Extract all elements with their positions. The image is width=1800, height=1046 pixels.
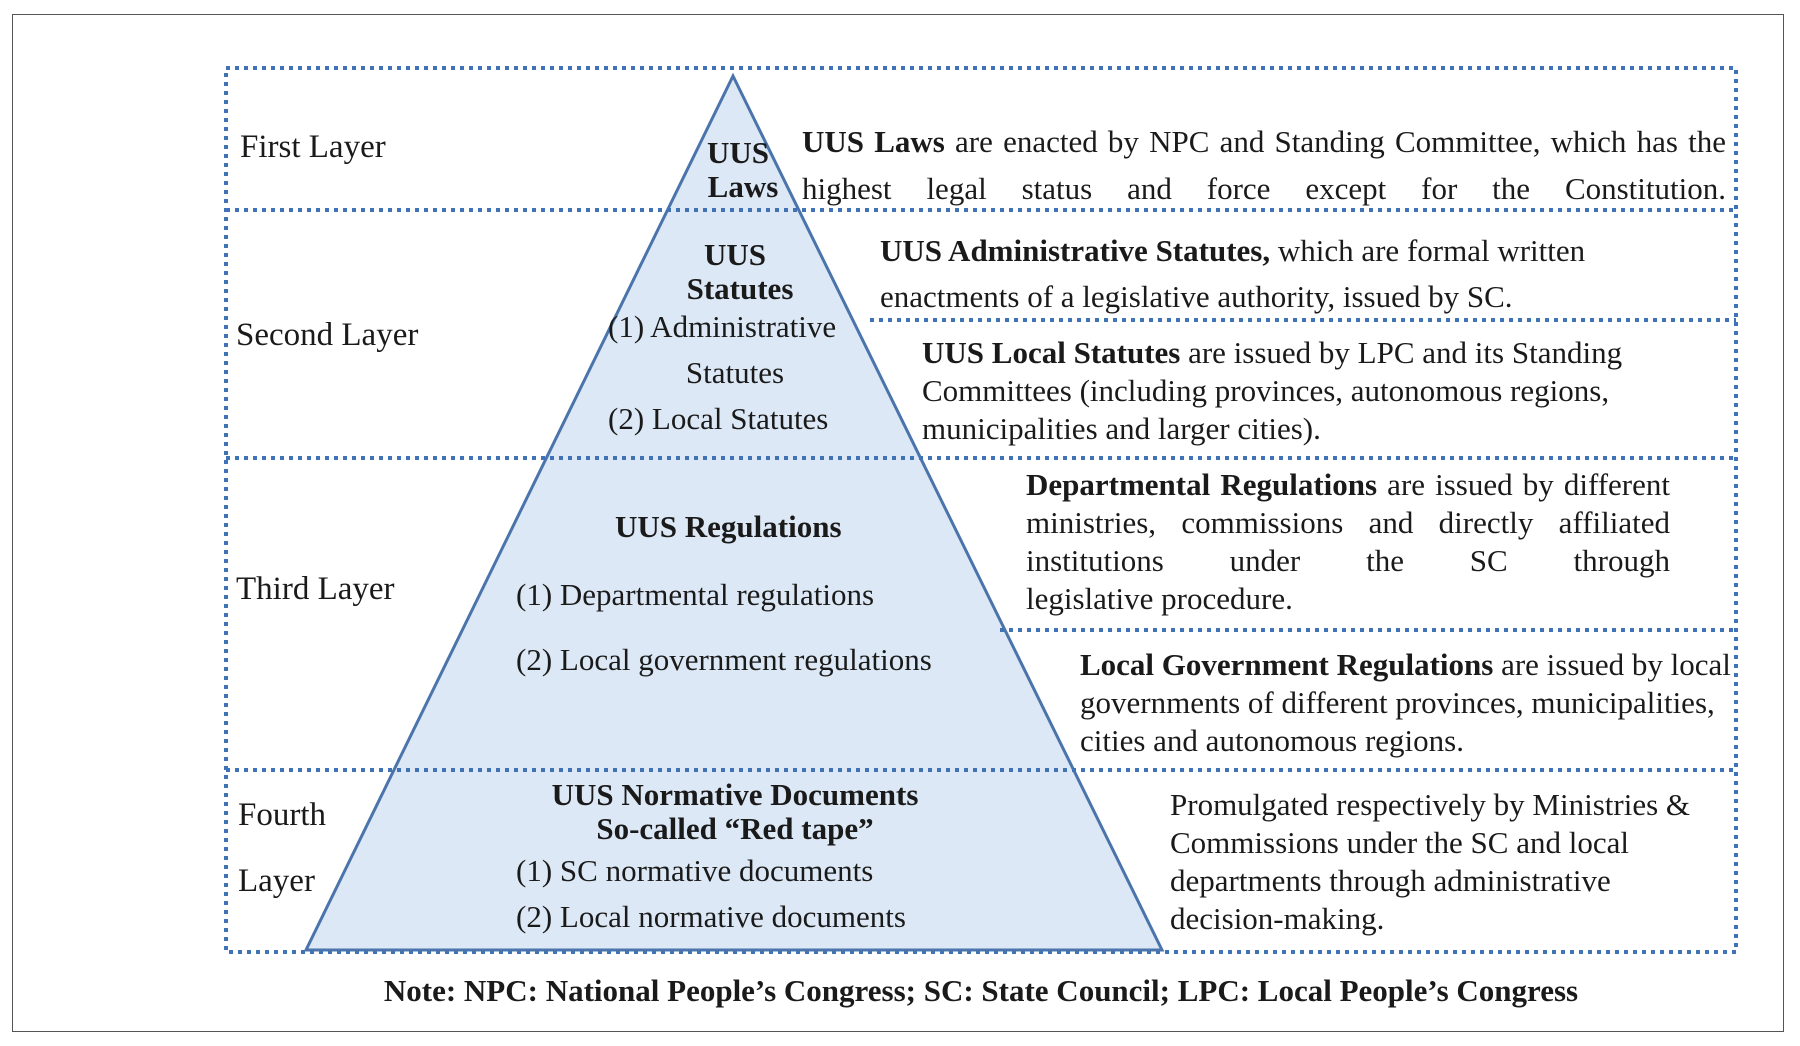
pyramid-laws-line2: Laws [707,169,779,204]
pyramid-regulations-item1: (1) Departmental regulations [516,577,875,612]
pyramid-statutes-item1-line1: (1) Administrative [608,309,837,344]
pyramid-normative-line1: UUS Normative Documents [551,777,919,812]
desc-local-government-regulations: Local Government Regulations are issued … [1080,646,1736,760]
third-layer-label: Third Layer [236,571,395,607]
desc-normative-documents: Promulgated respectively by Ministries &… [1170,787,1691,936]
pyramid-regulations-item2: (2) Local government regulations [516,642,932,677]
pyramid-statutes-item1-line2: Statutes [685,355,785,390]
desc-admin-statutes-text: which are formal written enactments of a… [880,233,1586,314]
desc-uus-laws-bold: UUS Laws [802,124,945,159]
pyramid-statutes-item2: (2) Local Statutes [608,401,829,436]
desc-departmental-regulations-last: legislative procedure. [1026,581,1293,616]
desc-local-government-regulations-text: are issued by local governments of diffe… [1080,647,1731,758]
desc-uus-laws: UUS Laws are enacted by NPC and Standing… [802,118,1726,212]
desc-local-government-regulations-bold: Local Government Regulations [1080,647,1494,682]
desc-uus-laws-text: are enacted by NPC and Standing Committe… [802,124,1726,206]
second-layer-label: Second Layer [236,317,419,353]
first-layer-label: First Layer [240,129,386,165]
desc-local-statutes-text: are issued by LPC and its Standing Commi… [922,335,1623,446]
desc-departmental-regulations-text: are issued by different ministries, comm… [1026,467,1670,578]
desc-local-statutes-bold: UUS Local Statutes [922,335,1181,370]
desc-admin-statutes-bold: UUS Administrative Statutes, [880,233,1271,268]
pyramid-regulations-title: UUS Regulations [615,509,842,544]
desc-departmental-regulations-bold: Departmental Regulations [1026,467,1378,502]
footnote: Note: NPC: National People’s Congress; S… [383,973,1579,1008]
pyramid-normative-line2: So-called “Red tape” [596,811,874,846]
pyramid-statutes-line2: Statutes [686,271,794,306]
desc-admin-statutes: UUS Administrative Statutes, which are f… [880,228,1700,320]
pyramid-laws-line1: UUS [706,135,769,170]
figure-frame [12,14,1784,1032]
pyramid-normative-item1: (1) SC normative documents [516,853,874,888]
desc-local-statutes: UUS Local Statutes are issued by LPC and… [922,334,1728,448]
fourth-layer-label-line2: Layer [238,863,315,899]
pyramid-normative-item2: (2) Local normative documents [516,899,906,934]
fourth-layer-label-line1: Fourth [238,797,327,833]
pyramid-statutes-line1: UUS [703,237,766,272]
pyramid-triangle [303,72,1165,952]
desc-departmental-regulations: Departmental Regulations are issued by d… [1026,466,1670,618]
